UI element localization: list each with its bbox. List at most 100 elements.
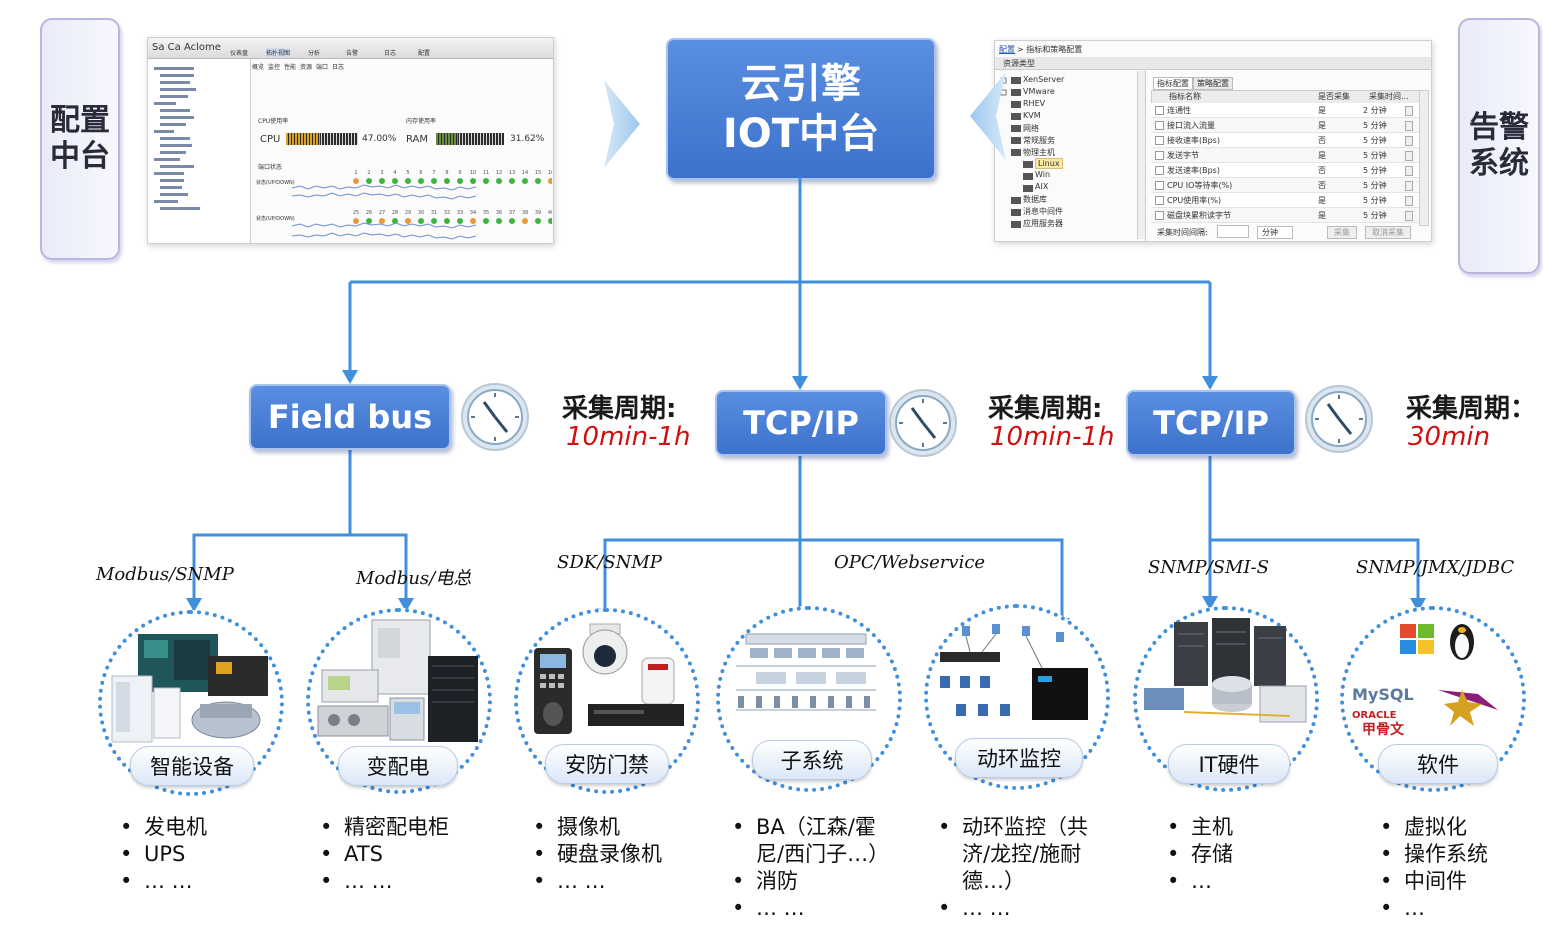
row-checkbox[interactable] [1155,166,1164,175]
row-checkbox[interactable] [1155,136,1164,145]
port-status-dot[interactable] [431,178,437,184]
row-checkbox[interactable] [1155,196,1164,205]
monitor-tab[interactable]: 性能 [284,64,297,71]
port-status-dot[interactable] [366,218,372,224]
tree-item[interactable]: AIX [1035,182,1049,191]
port-status-dot[interactable] [535,178,541,184]
monitor-nav-item[interactable]: 日志 [384,50,397,57]
interval-spinner[interactable] [1405,181,1413,191]
monitor-tab[interactable]: 端口 [316,64,329,71]
tree-item[interactable]: 消息中间件 [1023,207,1063,216]
interval-spinner[interactable] [1405,196,1413,206]
tab-metrics[interactable]: 指标配置 [1153,77,1193,90]
port-status-dot[interactable] [418,178,424,184]
port-status-dot[interactable] [392,218,398,224]
tree-item[interactable]: KVM [1023,111,1041,120]
row-checkbox[interactable] [1155,121,1164,130]
port-status-dot[interactable] [353,218,359,224]
port-status-dot[interactable] [353,178,359,184]
port-status-dot[interactable] [483,218,489,224]
monitor-tab[interactable]: 监控 [268,64,281,71]
tab-policy[interactable]: 策略配置 [1193,77,1233,90]
tree-item-selected[interactable]: Linux [1035,158,1063,169]
interval-spinner[interactable] [1405,211,1413,221]
port-status-dot[interactable] [431,218,437,224]
tree-item[interactable]: Win [1035,170,1051,179]
monitor-nav-item[interactable]: 仪表盘 [230,50,249,57]
protocol-label: Modbus/SNMP [96,564,234,585]
monitor-tab[interactable]: 概览 [252,64,265,71]
interval-spinner[interactable] [1405,136,1413,146]
monitor-tab[interactable]: 日志 [332,64,345,71]
cycle-value: 10min-1h [566,422,691,452]
port-status-dot[interactable] [457,218,463,224]
tree-item[interactable]: VMware [1023,87,1055,96]
port-status-dot[interactable] [548,218,552,224]
protocol-label: Modbus/电总 [356,568,472,589]
port-status-dot[interactable] [444,178,450,184]
port-status-dot[interactable] [509,178,515,184]
interval-input[interactable] [1217,225,1249,238]
breadcrumb-link[interactable]: 配置 [999,45,1015,54]
port-status-dot[interactable] [496,218,502,224]
monitor-nav-item[interactable]: 配置 [418,50,431,57]
port-status-dot[interactable] [418,218,424,224]
tree-item[interactable]: 物理主机 [1023,148,1055,157]
cpu-label: CPU [260,134,281,145]
interval-spinner[interactable] [1405,151,1413,161]
port-status-dot[interactable] [483,178,489,184]
port-status-dot[interactable] [366,178,372,184]
port-status-dot[interactable] [444,218,450,224]
interval-spinner[interactable] [1405,166,1413,176]
port-status-dot[interactable] [470,218,476,224]
port-status-dot[interactable] [522,218,528,224]
row-checkbox[interactable] [1155,106,1164,115]
cancel-collect-button[interactable]: 取消采集 [1365,226,1411,239]
monitor-tab[interactable]: 资源 [300,64,313,71]
row-checkbox[interactable] [1155,181,1164,190]
tree-item[interactable]: XenServer [1023,75,1065,84]
monitor-nav-item[interactable]: 告警 [346,50,359,57]
tree-item[interactable]: RHEV [1023,99,1046,108]
port-status-dot[interactable] [457,178,463,184]
tree-item[interactable]: 网络 [1023,124,1039,133]
port-status-dot[interactable] [405,178,411,184]
interval-unit-select[interactable]: 分钟 [1257,226,1293,239]
port-status-dot[interactable] [548,178,552,184]
interval-spinner[interactable] [1405,106,1413,116]
tree-item[interactable]: 常规服务 [1023,136,1055,145]
port-status-dot[interactable] [405,218,411,224]
row-checkbox[interactable] [1155,151,1164,160]
interval-spinner[interactable] [1405,121,1413,131]
table-cell: 2 分钟 [1363,106,1387,115]
port-status-dot[interactable] [392,178,398,184]
tree-scrollbar[interactable] [1137,71,1145,239]
port-status-dot[interactable] [379,218,385,224]
port-status-dot[interactable] [522,178,528,184]
port-status-dot[interactable] [496,178,502,184]
monitor-nav-item[interactable]: 拓扑视图 [266,48,291,57]
port-status-dot[interactable] [470,178,476,184]
port-status-dot[interactable] [535,218,541,224]
row-checkbox[interactable] [1155,211,1164,220]
tree-item[interactable]: 应用服务器 [1023,219,1063,228]
power-distribution-tag-text: 变配电 [366,755,430,779]
collect-button[interactable]: 采集 [1327,226,1357,239]
port-status-dot[interactable] [509,218,515,224]
port-status-dot[interactable] [379,178,385,184]
monitor-nav-item[interactable]: 分析 [308,50,321,57]
list-item: 存储 [1165,841,1305,868]
tree-item[interactable]: 数据库 [1023,195,1047,204]
table-scrollbar[interactable] [1419,90,1429,226]
tcpip-label-2: TCP/IP [1153,404,1269,442]
table-cell: 是 [1318,121,1326,130]
